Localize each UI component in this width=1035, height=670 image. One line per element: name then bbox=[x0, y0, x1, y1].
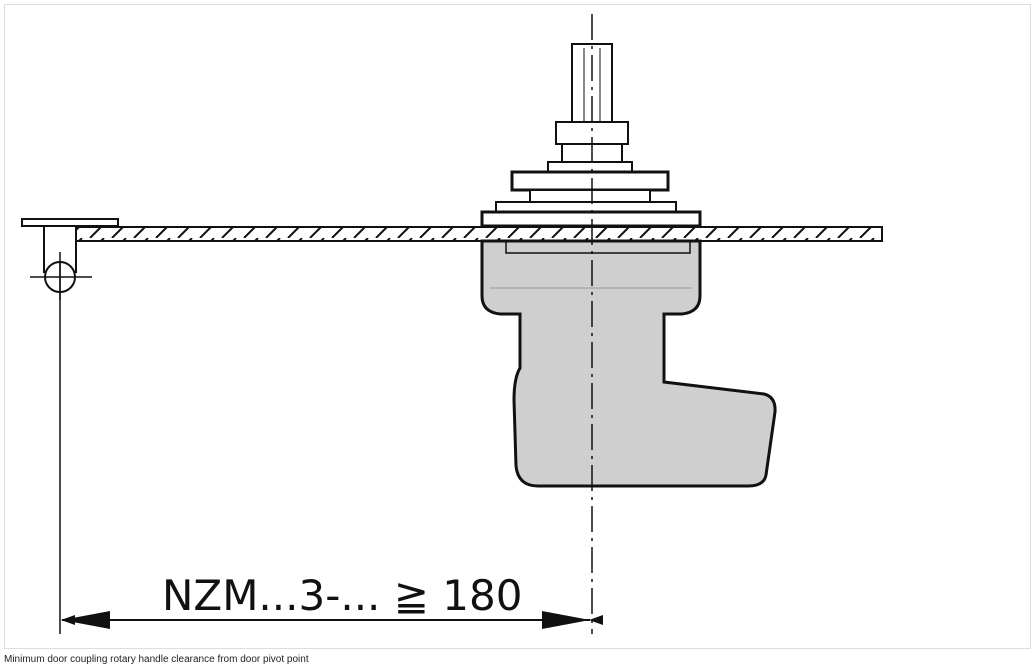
door-panel bbox=[75, 226, 883, 242]
dimension-label: NZM...3-... ≧ 180 bbox=[162, 571, 522, 620]
figure-caption: Minimum door coupling rotary handle clea… bbox=[4, 654, 309, 665]
rotary-handle bbox=[480, 239, 777, 488]
coupling-mechanism bbox=[480, 121, 702, 228]
figure-frame bbox=[4, 4, 1031, 649]
dimension-line bbox=[61, 611, 603, 629]
